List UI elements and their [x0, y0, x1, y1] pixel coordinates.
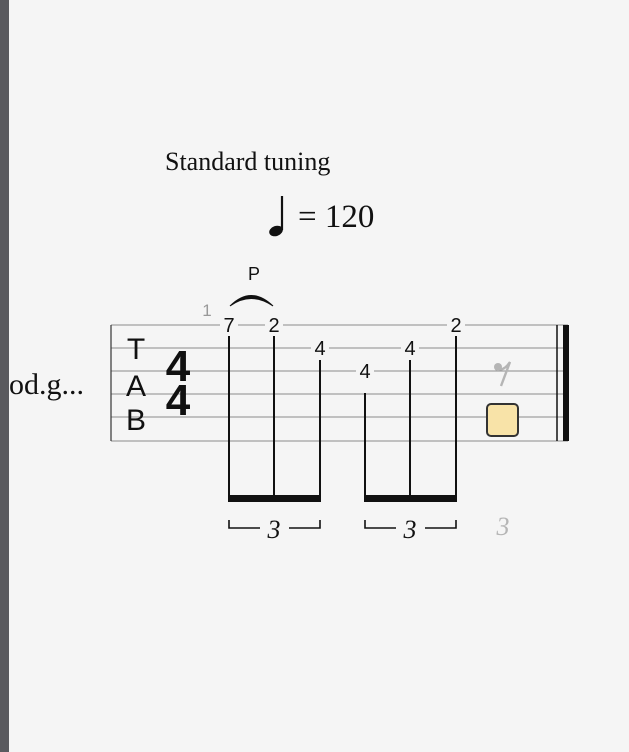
end-barline-thick [563, 325, 569, 441]
beam [228, 495, 321, 502]
track-name[interactable]: od.g... [9, 368, 84, 401]
tuplet-number: 3 [267, 515, 281, 544]
tuplet-number: 3 [403, 515, 417, 544]
left-sidebar [0, 0, 9, 752]
pull-off-label: P [248, 264, 260, 284]
fret-number: 4 [314, 338, 325, 360]
bar-number: 1 [202, 301, 211, 320]
cursor-beat-icon[interactable] [486, 403, 519, 437]
fret-number: 4 [404, 338, 415, 360]
staff-lines [111, 324, 568, 442]
clef-t: T [127, 333, 145, 366]
beam [364, 495, 457, 502]
time-sig-numerator: 4 [166, 342, 191, 391]
eighth-rest-icon [494, 361, 512, 387]
fret-number: 2 [268, 315, 279, 337]
clef-b: B [126, 404, 146, 437]
fret-number: 4 [359, 361, 370, 383]
time-sig-denominator: 4 [166, 376, 191, 425]
fret-number: 7 [223, 315, 234, 337]
quarter-note-icon [269, 196, 284, 237]
fret-number: 2 [450, 315, 461, 337]
tuplet-bracket [228, 520, 321, 529]
tuplet-bracket [364, 520, 457, 529]
tempo-marking: = 120 [266, 194, 374, 240]
tempo-value: = 120 [298, 198, 375, 235]
clef-a: A [126, 370, 146, 403]
tuning-label: Standard tuning [165, 147, 331, 176]
stems [228, 336, 457, 500]
ghost-tuplet-number: 3 [496, 512, 510, 541]
pull-off-slur [229, 295, 274, 307]
